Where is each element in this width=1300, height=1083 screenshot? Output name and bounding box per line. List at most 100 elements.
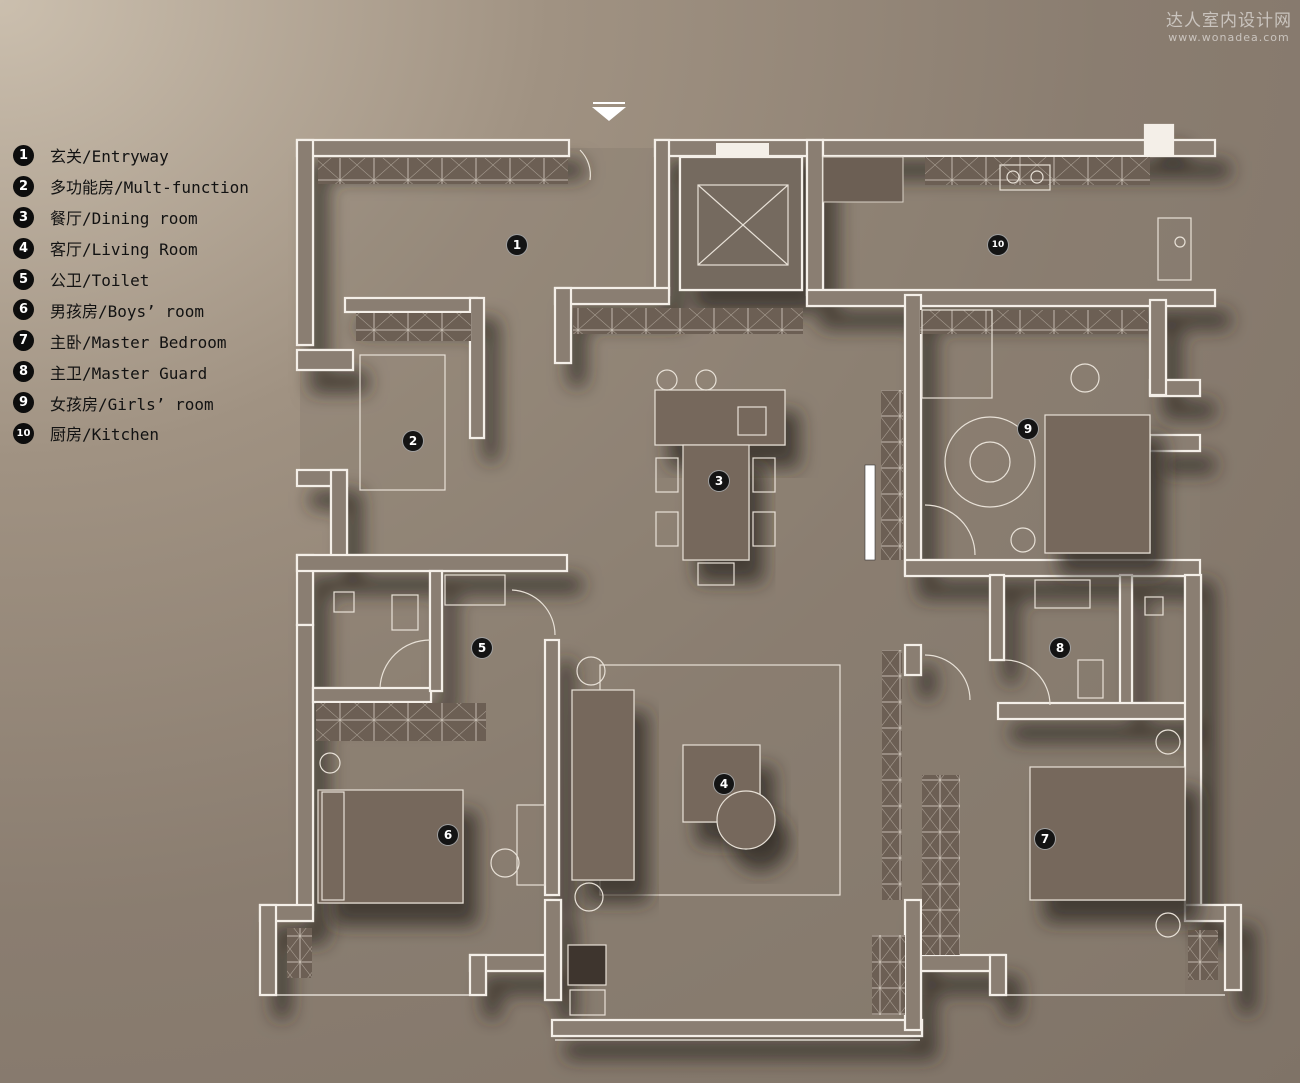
legend-item: 10 厨房/Kitchen [13,418,249,449]
bedside-lamp [1155,912,1181,938]
legend-item: 9 女孩房/Girls’ room [13,387,249,418]
washing-machine-icon [567,944,607,986]
room-label-entryway: 1 [506,234,528,256]
legend-label: 厨房/Kitchen [50,425,160,445]
master-bed [1029,766,1186,901]
multifunction-cabinet [356,313,471,341]
legend-label: 玄关/Entryway [50,147,169,167]
room-label-girls-room: 9 [1017,418,1039,440]
floor-drain-icon [333,591,355,613]
legend-number: 9 [13,392,34,414]
boys-room-wardrobe [316,703,486,741]
legend-label: 餐厅/Dining room [50,209,198,229]
watermark-title: 达人室内设计网 [1166,11,1292,31]
legend-label: 女孩房/Girls’ room [50,394,214,414]
sofa [571,689,635,881]
watermark-url: www.wonadea.com [1168,31,1290,44]
piano-cabinet [881,390,903,560]
legend-label: 主卧/Master Bedroom [50,332,227,352]
legend-number: 4 [13,237,34,259]
toilet-icon [391,594,419,631]
room-label-multifunction: 2 [402,430,424,452]
room-label-living: 4 [713,773,735,795]
burner-icon [1006,170,1020,184]
round-table [716,790,776,850]
master-wardrobe [922,775,960,955]
legend-item: 2 多功能房/Mult-function [13,171,249,202]
legend-number: 1 [13,144,34,166]
toilet-icon [1077,659,1104,699]
washbasin-icon [1034,579,1091,609]
floor-drain-icon [1144,596,1164,616]
room-label-dining: 3 [708,470,730,492]
legend-label: 男孩房/Boys’ room [50,301,204,321]
floor-area [260,148,1240,1030]
room-label-boys-room: 6 [437,824,459,846]
legend-number: 5 [13,268,34,290]
stool [695,369,717,391]
entry-cabinet [318,158,568,184]
girls-bed [1044,414,1151,554]
cabinets [287,156,1218,1015]
dining-chair [655,457,679,493]
door-arc [579,149,591,181]
bedside-lamp [319,752,341,774]
elevator-door [716,143,769,157]
legend-number: 6 [13,299,34,321]
dining-chair [752,457,776,493]
balcony-cabinet-west [287,928,312,978]
side-table [576,656,606,686]
desk-chair [490,848,520,878]
room-label-master-guard: 8 [1049,637,1071,659]
girls-closet [921,309,993,399]
legend-number: 10 [13,422,34,444]
legend-label: 多功能房/Mult-function [50,178,249,198]
legend-label: 主卫/Master Guard [50,363,208,383]
sink-icon [737,406,767,436]
legend-item: 1 玄关/Entryway [13,140,249,171]
girls-room-wardrobe [920,310,1148,334]
room-label-toilet: 5 [471,637,493,659]
kitchen-counter-left [822,156,904,203]
kitchen-sink-icon [1157,217,1192,281]
elevator [697,184,789,266]
side-table [574,882,604,912]
faucet-icon [1174,236,1186,248]
boys-bed [317,789,464,904]
stool [656,369,678,391]
legend-number: 2 [13,175,34,197]
door-arc [379,639,431,689]
round-rug-inner [969,441,1011,483]
balcony-cabinet [872,935,905,1015]
legend-label: 客厅/Living Room [50,240,198,260]
dining-chair [697,562,735,586]
furniture [273,102,1225,1041]
door-arc [924,504,976,556]
room-legend: 1 玄关/Entryway 2 多功能房/Mult-function 3 餐厅/Din… [13,140,249,449]
elevator-cross [697,184,789,266]
legend-number: 7 [13,330,34,352]
legend-item: 6 男孩房/Boys’ room [13,294,249,325]
tv-cabinet-right [882,650,902,900]
door-arc [511,589,556,636]
room-label-kitchen: 10 [987,234,1009,256]
legend-item: 7 主卧/Master Bedroom [13,325,249,356]
bedside-lamp [1155,729,1181,755]
dining-cabinet [573,308,803,334]
room-label-master-bedroom: 7 [1034,828,1056,850]
door-arc [924,654,971,701]
legend-item: 3 餐厅/Dining room [13,202,249,233]
burner-icon [1030,170,1044,184]
legend-number: 3 [13,206,34,228]
walls [258,123,1243,1038]
entrance-arrow [592,107,626,121]
watermark: 达人室内设计网 www.wonadea.com [1166,6,1292,44]
multifunction-rug [359,354,446,491]
balcony-cabinet-east [1188,930,1218,980]
desk-chair [1070,363,1100,393]
dining-table [682,444,750,561]
legend-item: 4 客厅/Living Room [13,233,249,264]
